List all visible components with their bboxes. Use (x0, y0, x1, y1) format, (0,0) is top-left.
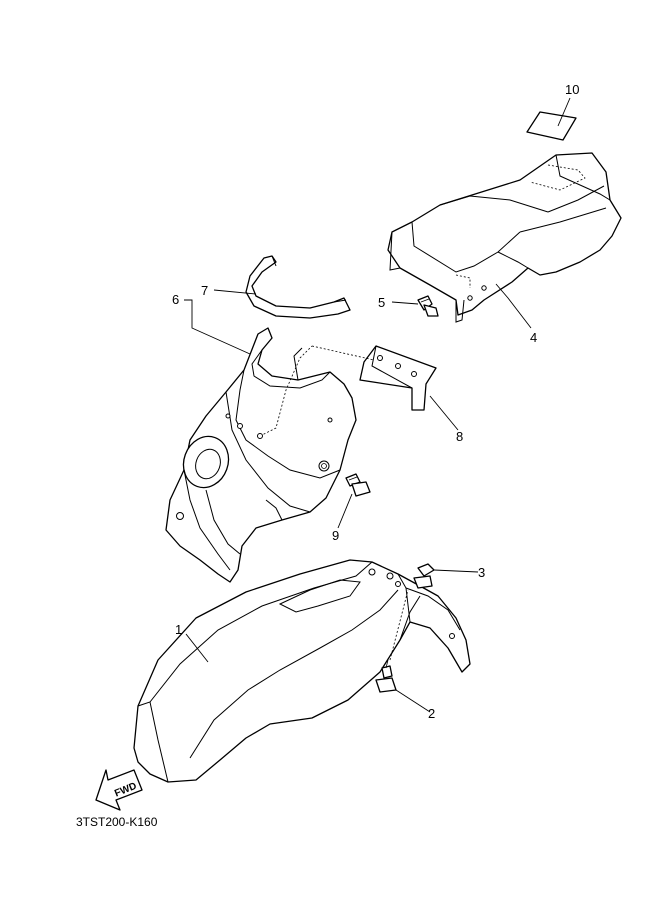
part-4-rear-cover (387, 152, 622, 323)
leader-lines (184, 97, 571, 713)
callout-2: 2 (428, 706, 435, 721)
part-9-bolt (345, 473, 371, 497)
part-8-plate (359, 345, 437, 411)
callout-8: 8 (456, 429, 463, 444)
part-7-band (245, 255, 351, 319)
callout-10: 10 (565, 82, 579, 97)
callout-7: 7 (201, 283, 208, 298)
callout-3: 3 (478, 565, 485, 580)
part-5-bolt (417, 295, 439, 317)
part-1-front-fender (133, 559, 471, 783)
callout-4: 4 (530, 330, 537, 345)
callout-numbers: 10 4 5 7 6 8 9 3 1 2 (172, 82, 579, 721)
part-10-label (526, 111, 577, 141)
part-6-front-cover (165, 327, 357, 583)
callout-9: 9 (332, 528, 339, 543)
callout-5: 5 (378, 295, 385, 310)
fwd-arrow-icon: FWD (95, 769, 143, 811)
callout-6: 6 (172, 292, 179, 307)
diagram-code: 3TST200-K160 (76, 815, 158, 829)
part-3-collar (413, 563, 435, 589)
part-2-bolt (375, 659, 397, 693)
callout-1: 1 (175, 622, 182, 637)
